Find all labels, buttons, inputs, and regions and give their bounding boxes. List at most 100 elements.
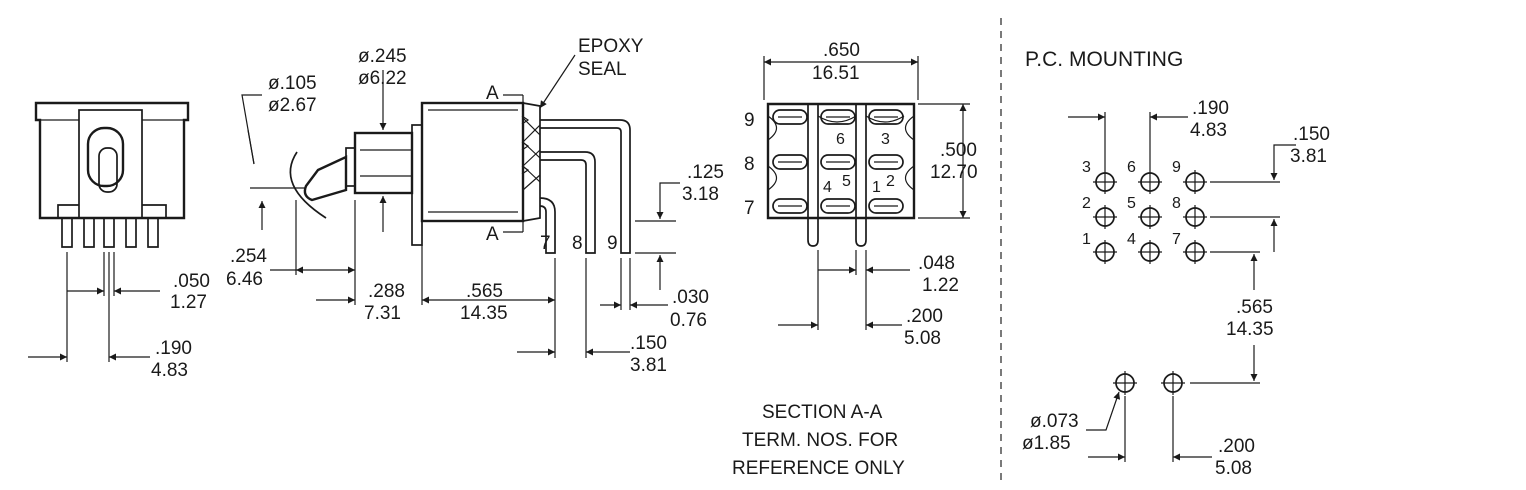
front-pin-pitch-mm: 1.27 xyxy=(170,292,207,313)
section-dimensions: .650 16.51 .500 12.70 .048 1.22 .200 5.0… xyxy=(763,40,978,349)
mount-offset-mm: 14.35 xyxy=(1226,319,1274,340)
section-height-mm: 12.70 xyxy=(930,162,978,183)
epoxy-label: EPOXY xyxy=(578,36,644,57)
lever-length-mm: 6.46 xyxy=(226,269,263,290)
terminal-number-8: 8 xyxy=(572,233,583,254)
section-pin-width-in: .048 xyxy=(918,253,955,274)
pc-mounting-dimensions: .190 4.83 .150 3.81 .565 14.35 ø.073 ø1.… xyxy=(1022,98,1330,479)
hole-pitch-x-in: .190 xyxy=(1192,98,1229,119)
section-pin-pitch-in: .200 xyxy=(906,306,943,327)
pc-mounting-title: P.C. MOUNTING xyxy=(1025,48,1183,71)
front-view: .050 1.27 .190 4.83 xyxy=(28,101,210,381)
hole-label-6: 6 xyxy=(1127,159,1136,176)
hole-5 xyxy=(1138,205,1162,229)
section-width-in: .650 xyxy=(823,40,860,61)
terminal-thickness-in: .030 xyxy=(672,287,709,308)
section-contacts xyxy=(772,109,904,214)
hole-label-4: 4 xyxy=(1127,231,1136,248)
contact-number-4: 4 xyxy=(823,179,832,196)
lug-hole-left xyxy=(1113,371,1137,395)
section-caption: SECTION A-A TERM. NOS. FOR REFERENCE ONL… xyxy=(732,402,905,479)
section-pin-width-mm: 1.22 xyxy=(922,275,959,296)
terminal-number-9: 9 xyxy=(607,233,618,254)
hole-6 xyxy=(1138,170,1162,194)
mounting-hole-grid xyxy=(1093,170,1207,264)
section-height-in: .500 xyxy=(940,140,977,161)
lug-hole-right xyxy=(1161,371,1185,395)
lever-dia-in: ø.105 xyxy=(268,73,317,94)
section-housing xyxy=(766,102,916,220)
contact-number-1: 1 xyxy=(872,179,881,196)
bushing-length-mm: 7.31 xyxy=(364,303,401,324)
row-label-8: 8 xyxy=(744,154,755,175)
side-terminals xyxy=(539,119,631,254)
side-lever xyxy=(289,147,356,219)
side-view: ø.245 ø6.22 ø.105 ø2.67 EPOXY SEAL A A xyxy=(226,36,724,376)
mount-pitch-mm: 5.08 xyxy=(1215,458,1252,479)
hole-label-5: 5 xyxy=(1127,195,1136,212)
section-mark-bottom: A xyxy=(486,224,499,245)
caption-term-nos: TERM. NOS. FOR xyxy=(742,430,898,451)
contact-number-3: 3 xyxy=(881,131,890,148)
side-body xyxy=(420,101,541,223)
hole-number-labels: 3 6 9 2 5 8 1 4 7 xyxy=(1082,159,1181,248)
hole-4 xyxy=(1138,240,1162,264)
caption-section: SECTION A-A xyxy=(762,402,883,423)
mount-pitch-in: .200 xyxy=(1218,436,1255,457)
hole-pitch-y-in: .150 xyxy=(1293,124,1330,145)
hole-dia-mm: ø1.85 xyxy=(1022,433,1071,454)
bushing-dia-mm: ø6.22 xyxy=(358,68,407,89)
terminal-height-in: .125 xyxy=(687,162,724,183)
terminal-number-7: 7 xyxy=(540,233,551,254)
section-pin-pitch-mm: 5.08 xyxy=(904,328,941,349)
bushing-dia-in: ø.245 xyxy=(358,46,407,67)
side-bushing xyxy=(353,124,423,246)
hole-2 xyxy=(1093,205,1117,229)
hole-3 xyxy=(1093,170,1117,194)
front-width-mm: 4.83 xyxy=(151,360,188,381)
hole-label-3: 3 xyxy=(1082,159,1091,176)
mount-offset-in: .565 xyxy=(1236,297,1273,318)
front-housing xyxy=(34,101,190,220)
seal-label: SEAL xyxy=(578,59,627,80)
contact-number-6: 6 xyxy=(836,131,845,148)
section-mark-top: A xyxy=(486,83,499,104)
hole-dia-in: ø.073 xyxy=(1030,411,1079,432)
terminal-thickness-mm: 0.76 xyxy=(670,310,707,331)
hole-label-9: 9 xyxy=(1172,159,1181,176)
contact-number-5: 5 xyxy=(842,173,851,190)
front-pins xyxy=(61,218,159,248)
hole-label-7: 7 xyxy=(1172,231,1181,248)
lever-dia-mm: ø2.67 xyxy=(268,95,317,116)
body-length-in: .565 xyxy=(466,281,503,302)
hole-label-1: 1 xyxy=(1082,231,1091,248)
hole-7 xyxy=(1183,240,1207,264)
toggle-lever-end xyxy=(86,126,125,193)
side-dimensions: ø.245 ø6.22 ø.105 ø2.67 EPOXY SEAL A A xyxy=(226,36,724,376)
caption-reference: REFERENCE ONLY xyxy=(732,458,905,479)
terminal-spacing-mm: 3.81 xyxy=(630,355,667,376)
hole-pitch-x-mm: 4.83 xyxy=(1190,120,1227,141)
body-length-mm: 14.35 xyxy=(460,303,508,324)
section-width-mm: 16.51 xyxy=(812,63,860,84)
section-pins xyxy=(807,218,867,247)
bushing-length-in: .288 xyxy=(368,281,405,302)
row-label-7: 7 xyxy=(744,198,755,219)
hole-label-2: 2 xyxy=(1082,195,1091,212)
hole-1 xyxy=(1093,240,1117,264)
terminal-spacing-in: .150 xyxy=(630,333,667,354)
lever-length-in: .254 xyxy=(230,246,267,267)
front-width-in: .190 xyxy=(155,338,192,359)
hole-9 xyxy=(1183,170,1207,194)
pc-mounting-view: P.C. MOUNTING 3 6 9 2 5 8 1 4 7 xyxy=(1022,48,1330,479)
hole-pitch-y-mm: 3.81 xyxy=(1290,146,1327,167)
contact-number-2: 2 xyxy=(886,173,895,190)
front-pin-pitch-in: .050 xyxy=(173,271,210,292)
terminal-height-mm: 3.18 xyxy=(682,184,719,205)
mounting-lug-holes xyxy=(1113,371,1185,395)
hole-8 xyxy=(1183,205,1207,229)
section-labels: 9 8 7 6 3 5 2 4 1 xyxy=(744,110,895,219)
front-dimensions: .050 1.27 .190 4.83 xyxy=(28,252,210,381)
section-view: 9 8 7 6 3 5 2 4 1 .650 16.51 .500 12.70 xyxy=(732,40,978,479)
